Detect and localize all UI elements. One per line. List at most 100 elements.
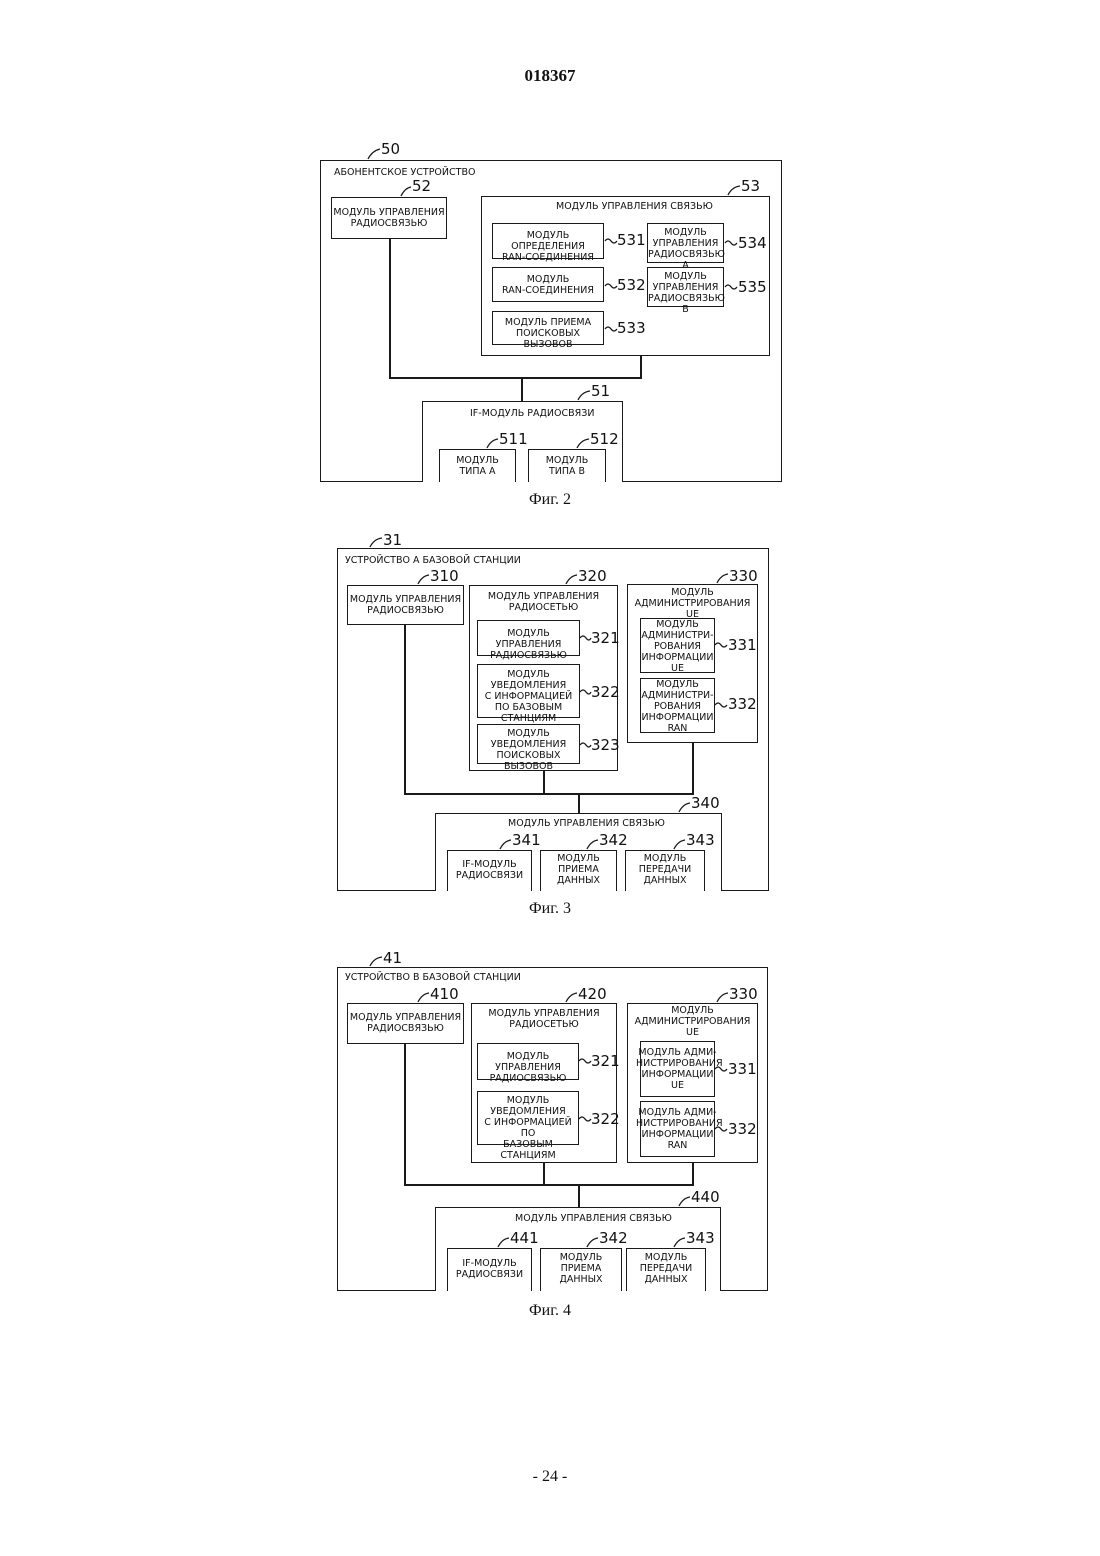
- fig2-type-a-box: МОДУЛЬ ТИПА А: [439, 449, 516, 482]
- fig3-paging-notify-label: МОДУЛЬ УВЕДОМЛЕНИЯ ПОИСКОВЫХ ВЫЗОВОВ: [478, 728, 579, 772]
- fig3-if-module-box: IF-МОДУЛЬ РАДИОСВЯЗИ: [447, 850, 532, 891]
- fig3-ref-ran-info-admin: 332: [728, 696, 757, 712]
- fig4-data-rx-box: МОДУЛЬ ПРИЕМА ДАННЫХ: [540, 1248, 622, 1291]
- fig3-ran-info-admin-box: МОДУЛЬ АДМИНИСТРИ- РОВАНИЯ ИНФОРМАЦИИ RA…: [640, 678, 715, 733]
- fig4-ref-ue-info-admin: 331: [728, 1061, 757, 1077]
- fig2-paging-receive-label: МОДУЛЬ ПРИЕМА ПОИСКОВЫХ ВЫЗОВОВ: [493, 317, 603, 350]
- fig2-connector: [389, 239, 391, 378]
- fig3-ref-net-ctrl: 320: [578, 568, 607, 584]
- fig3-ref-comm-ctrl: 340: [691, 795, 720, 811]
- fig4-ref-data-tx: 343: [686, 1230, 715, 1246]
- fig2-caption: Фиг. 2: [0, 491, 1100, 509]
- fig2-radio-ctrl-a-label: МОДУЛЬ УПРАВЛЕНИЯ РАДИОСВЯЗЬЮ А: [648, 227, 723, 271]
- fig2-ref-radio-ctrl-b: 535: [738, 279, 767, 295]
- fig4-sub-radio-ctrl-label: МОДУЛЬ УПРАВЛЕНИЯ РАДИОСВЯЗЬЮ: [478, 1051, 578, 1084]
- fig2-radio-ctrl-label: МОДУЛЬ УПРАВЛЕНИЯ РАДИОСВЯЗЬЮ: [332, 207, 446, 229]
- fig3-ue-info-admin-box: МОДУЛЬ АДМИНИСТРИ- РОВАНИЯ ИНФОРМАЦИИ UE: [640, 618, 715, 673]
- fig3-ref-data-rx: 342: [599, 832, 628, 848]
- fig4-connector: [543, 1163, 545, 1185]
- fig2-connector: [389, 377, 642, 379]
- fig3-connector: [543, 771, 545, 794]
- fig2-ran-connect-box: МОДУЛЬ RAN-СОЕДИНЕНИЯ: [492, 267, 604, 302]
- fig3-connector: [692, 743, 694, 794]
- fig4-ue-info-admin-label: МОДУЛЬ АДМИ- НИСТРИРОВАНИЯ ИНФОРМАЦИИ UE: [636, 1047, 719, 1091]
- fig2-ref-device: 50: [381, 141, 400, 157]
- fig4-connector: [404, 1184, 694, 1186]
- fig2-paging-receive-box: МОДУЛЬ ПРИЕМА ПОИСКОВЫХ ВЫЗОВОВ: [492, 311, 604, 345]
- fig4-leader-41: [370, 957, 382, 966]
- fig4-ue-info-admin-box: МОДУЛЬ АДМИ- НИСТРИРОВАНИЯ ИНФОРМАЦИИ UE: [640, 1041, 715, 1097]
- fig2-radio-ctrl-box: МОДУЛЬ УПРАВЛЕНИЯ РАДИОСВЯЗЬЮ: [331, 197, 447, 239]
- fig4-comm-ctrl-title: МОДУЛЬ УПРАВЛЕНИЯ СВЯЗЬЮ: [515, 1213, 672, 1224]
- fig4-ref-device: 41: [383, 950, 402, 966]
- fig3-data-tx-label: МОДУЛЬ ПЕРЕДАЧИ ДАННЫХ: [626, 853, 704, 886]
- fig2-ref-paging-receive: 533: [617, 320, 646, 336]
- fig2-connector: [640, 356, 642, 378]
- fig4-ran-info-admin-label: МОДУЛЬ АДМИ- НИСТРИРОВАНИЯ ИНФОРМАЦИИ RA…: [636, 1107, 719, 1151]
- fig3-paging-notify-box: МОДУЛЬ УВЕДОМЛЕНИЯ ПОИСКОВЫХ ВЫЗОВОВ: [477, 724, 580, 764]
- fig2-ran-determine-label: МОДУЛЬ ОПРЕДЕЛЕНИЯ RAN-СОЕДИНЕНИЯ: [493, 230, 603, 263]
- fig2-radio-ctrl-a-box: МОДУЛЬ УПРАВЛЕНИЯ РАДИОСВЯЗЬЮ А: [647, 223, 724, 263]
- fig4-data-tx-label: МОДУЛЬ ПЕРЕДАЧИ ДАННЫХ: [627, 1252, 705, 1285]
- fig2-ran-determine-box: МОДУЛЬ ОПРЕДЕЛЕНИЯ RAN-СОЕДИНЕНИЯ: [492, 223, 604, 259]
- fig3-caption: Фиг. 3: [0, 900, 1100, 918]
- fig4-ue-admin-title: МОДУЛЬ АДМИНИСТРИРОВАНИЯ UE: [628, 1005, 757, 1038]
- fig4-ran-info-admin-box: МОДУЛЬ АДМИ- НИСТРИРОВАНИЯ ИНФОРМАЦИИ RA…: [640, 1101, 715, 1157]
- fig4-ref-data-rx: 342: [599, 1230, 628, 1246]
- fig3-comm-ctrl-title: МОДУЛЬ УПРАВЛЕНИЯ СВЯЗЬЮ: [508, 818, 665, 829]
- fig4-data-tx-box: МОДУЛЬ ПЕРЕДАЧИ ДАННЫХ: [626, 1248, 706, 1291]
- fig3-ref-device: 31: [383, 532, 402, 548]
- fig4-ref-ran-info-admin: 332: [728, 1121, 757, 1137]
- fig3-if-module-label: IF-МОДУЛЬ РАДИОСВЯЗИ: [448, 859, 531, 881]
- fig3-ran-info-admin-label: МОДУЛЬ АДМИНИСТРИ- РОВАНИЯ ИНФОРМАЦИИ RA…: [641, 679, 714, 734]
- fig3-ref-ue-admin: 330: [729, 568, 758, 584]
- fig4-net-ctrl-title: МОДУЛЬ УПРАВЛЕНИЯ РАДИОСЕТЬЮ: [472, 1008, 616, 1030]
- fig2-type-b-label: МОДУЛЬ ТИПА В: [529, 455, 605, 477]
- document-number: 018367: [0, 66, 1100, 86]
- fig4-ref-radio-ctrl: 410: [430, 986, 459, 1002]
- fig2-connector: [521, 378, 523, 402]
- fig4-connector: [692, 1163, 694, 1185]
- fig2-ref-type-a: 511: [499, 431, 528, 447]
- fig3-ref-data-tx: 343: [686, 832, 715, 848]
- fig4-caption: Фиг. 4: [0, 1302, 1100, 1320]
- fig4-if-module-box: IF-МОДУЛЬ РАДИОСВЯЗИ: [447, 1248, 532, 1291]
- fig3-data-rx-box: МОДУЛЬ ПРИЕМА ДАННЫХ: [540, 850, 617, 891]
- fig2-ref-type-b: 512: [590, 431, 619, 447]
- fig3-ref-if: 341: [512, 832, 541, 848]
- fig2-comm-ctrl-title: МОДУЛЬ УПРАВЛЕНИЯ СВЯЗЬЮ: [556, 201, 713, 212]
- fig2-radio-ctrl-b-label: МОДУЛЬ УПРАВЛЕНИЯ РАДИОСВЯЗЬЮ В: [648, 271, 723, 315]
- fig3-connector: [404, 793, 694, 795]
- fig4-if-module-label: IF-МОДУЛЬ РАДИОСВЯЗИ: [448, 1258, 531, 1280]
- fig2-ref-radio-ctrl: 52: [412, 178, 431, 194]
- fig2-if-title: IF-МОДУЛЬ РАДИОСВЯЗИ: [470, 408, 594, 419]
- fig2-type-a-label: МОДУЛЬ ТИПА А: [440, 455, 515, 477]
- fig2-ref-if: 51: [591, 383, 610, 399]
- fig3-ref-bs-notify: 322: [591, 684, 620, 700]
- fig3-ref-radio-ctrl: 310: [430, 568, 459, 584]
- fig4-sub-radio-ctrl-box: МОДУЛЬ УПРАВЛЕНИЯ РАДИОСВЯЗЬЮ: [477, 1043, 579, 1080]
- fig3-bs-notify-box: МОДУЛЬ УВЕДОМЛЕНИЯ С ИНФОРМАЦИЕЙ ПО БАЗО…: [477, 664, 580, 718]
- fig2-type-b-box: МОДУЛЬ ТИПА В: [528, 449, 606, 482]
- fig2-leader-50: [368, 149, 380, 159]
- fig3-ue-info-admin-label: МОДУЛЬ АДМИНИСТРИ- РОВАНИЯ ИНФОРМАЦИИ UE: [641, 619, 714, 674]
- fig3-leader-31: [370, 538, 382, 547]
- fig4-ref-ue-admin: 330: [729, 986, 758, 1002]
- fig4-ref-net-ctrl: 420: [578, 986, 607, 1002]
- fig4-ref-if: 441: [510, 1230, 539, 1246]
- fig3-ref-sub-radio-ctrl: 321: [591, 630, 620, 646]
- fig3-connector: [578, 794, 580, 814]
- page-number: - 24 -: [0, 1468, 1100, 1486]
- fig2-ref-comm-ctrl: 53: [741, 178, 760, 194]
- fig3-ref-paging-notify: 323: [591, 737, 620, 753]
- fig3-bs-notify-label: МОДУЛЬ УВЕДОМЛЕНИЯ С ИНФОРМАЦИЕЙ ПО БАЗО…: [478, 669, 579, 724]
- fig2-radio-ctrl-b-box: МОДУЛЬ УПРАВЛЕНИЯ РАДИОСВЯЗЬЮ В: [647, 267, 724, 307]
- fig3-device-title: УСТРОЙСТВО А БАЗОВОЙ СТАНЦИИ: [345, 555, 521, 566]
- fig3-radio-ctrl-label: МОДУЛЬ УПРАВЛЕНИЯ РАДИОСВЯЗЬЮ: [348, 594, 463, 616]
- fig4-connector: [404, 1044, 406, 1185]
- fig3-ue-admin-title: МОДУЛЬ АДМИНИСТРИРОВАНИЯ UE: [628, 587, 757, 620]
- fig2-ran-connect-label: МОДУЛЬ RAN-СОЕДИНЕНИЯ: [493, 274, 603, 296]
- fig2-ref-ran-connect: 532: [617, 277, 646, 293]
- fig3-ref-ue-info-admin: 331: [728, 637, 757, 653]
